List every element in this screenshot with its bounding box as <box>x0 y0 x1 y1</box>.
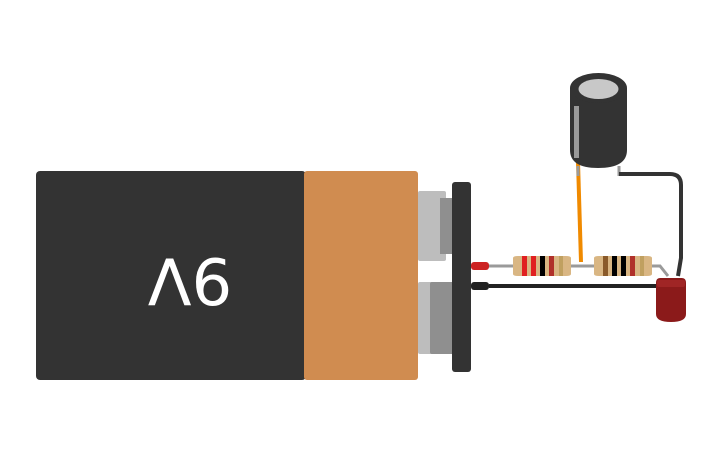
led-red[interactable] <box>656 278 686 322</box>
capacitor-link-wire[interactable] <box>576 161 583 263</box>
battery-snap-connector[interactable] <box>452 182 471 372</box>
resistor-2-lead <box>652 264 670 277</box>
capacitor-to-led-wire[interactable] <box>619 172 683 277</box>
resistor-2-band-1 <box>603 256 608 276</box>
positive-terminal-shade <box>440 198 454 254</box>
led-rim <box>657 280 685 287</box>
battery-leads <box>471 262 515 290</box>
battery-terminals <box>418 191 458 354</box>
capacitor-polarity-stripe <box>574 106 579 158</box>
resistor-1-band-3 <box>540 256 545 276</box>
resistor-2-band-2 <box>612 256 617 276</box>
battery-label: 9V <box>148 242 233 316</box>
resistor-1[interactable] <box>513 256 571 276</box>
resistor-2-band-3 <box>621 256 626 276</box>
resistor-2-band-5 <box>640 256 644 276</box>
led-body <box>656 278 686 322</box>
capacitor-body <box>570 88 627 168</box>
positive-lead[interactable] <box>471 262 489 270</box>
resistor-2-band-4 <box>630 256 635 276</box>
resistor-2[interactable] <box>594 256 652 276</box>
positive-terminal <box>418 191 446 261</box>
battery-cap <box>304 171 418 380</box>
capacitor[interactable] <box>570 73 627 176</box>
capacitor-top <box>578 79 619 99</box>
negative-terminal <box>430 282 458 354</box>
negative-lead[interactable] <box>471 282 489 290</box>
resistor-1-band-1 <box>522 256 527 276</box>
battery-body <box>36 171 306 380</box>
battery-9v[interactable]: 9V <box>36 171 418 380</box>
resistor-1-band-2 <box>531 256 536 276</box>
resistor-1-band-5 <box>559 256 563 276</box>
resistor-1-band-4 <box>549 256 554 276</box>
